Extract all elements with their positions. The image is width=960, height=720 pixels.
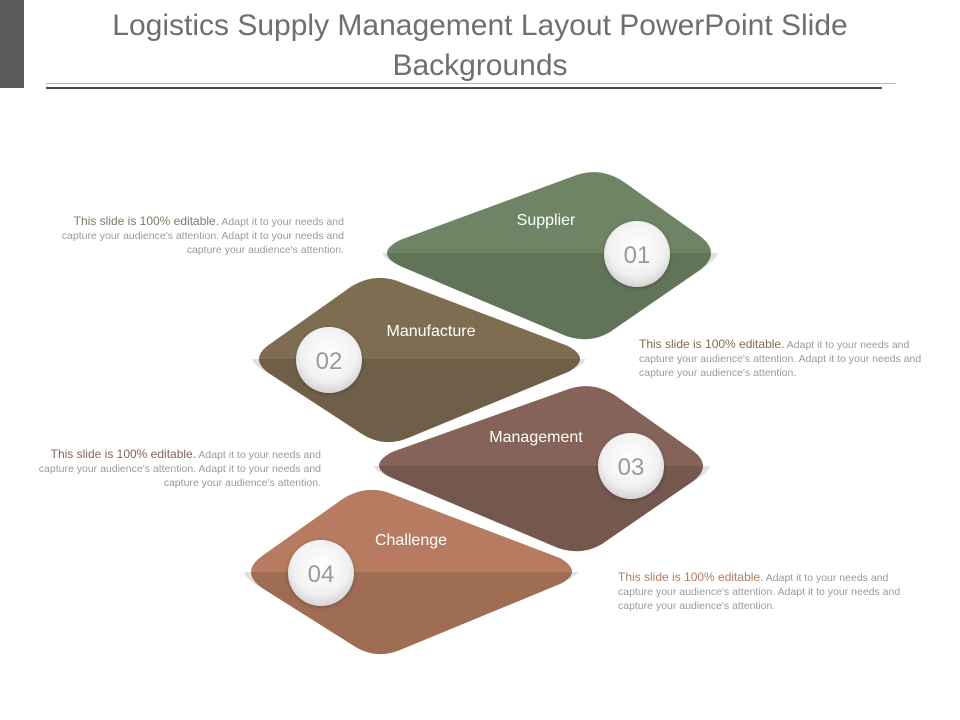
step-number-02: 02 — [316, 348, 343, 375]
step-management: Management 03 — [374, 386, 710, 552]
description-body: Adapt it to your needs and capture your … — [618, 572, 901, 612]
slide-title: Logistics Supply Management Layout Power… — [112, 9, 848, 82]
description-lead: This slide is 100% editable. — [50, 447, 197, 461]
description-body: Adapt it to your needs and capture your … — [38, 449, 321, 489]
description-lead: This slide is 100% editable. — [73, 214, 220, 228]
step-supplier: Supplier 01 — [382, 172, 718, 340]
step-number-03: 03 — [618, 454, 645, 481]
step-manufacture: Manufacture 02 — [252, 277, 586, 443]
step-number-01: 01 — [624, 242, 651, 269]
description-supplier: This slide is 100% editable. Adapt it to… — [44, 214, 344, 257]
step-badge-manufacture — [296, 327, 362, 393]
title-rule-thick — [46, 87, 882, 89]
description-lead: This slide is 100% editable. — [639, 337, 785, 351]
step-shape-management — [379, 386, 703, 552]
description-body: Adapt it to your needs and capture your … — [639, 339, 922, 379]
step-label-challenge: Challenge — [375, 532, 447, 549]
step-shape-manufacture — [259, 277, 580, 443]
step-shape-supplier — [387, 172, 711, 340]
step-label-management: Management — [489, 429, 583, 446]
step-badge-supplier — [604, 221, 670, 287]
description-body: Adapt it to your needs and capture your … — [61, 216, 344, 256]
step-shape-challenge — [251, 489, 572, 655]
corner-accent-bar — [0, 0, 24, 88]
step-label-supplier: Supplier — [517, 212, 576, 229]
description-manufacture: This slide is 100% editable. Adapt it to… — [639, 337, 939, 380]
step-badge-challenge — [288, 540, 354, 606]
description-lead: This slide is 100% editable. — [618, 570, 764, 584]
step-badge-management — [598, 433, 664, 499]
description-management: This slide is 100% editable. Adapt it to… — [21, 447, 321, 490]
description-challenge: This slide is 100% editable. Adapt it to… — [618, 570, 918, 613]
step-number-04: 04 — [308, 561, 335, 588]
step-challenge: Challenge 04 — [244, 489, 578, 655]
title-rule-thin — [46, 83, 896, 84]
step-label-manufacture: Manufacture — [387, 323, 476, 340]
